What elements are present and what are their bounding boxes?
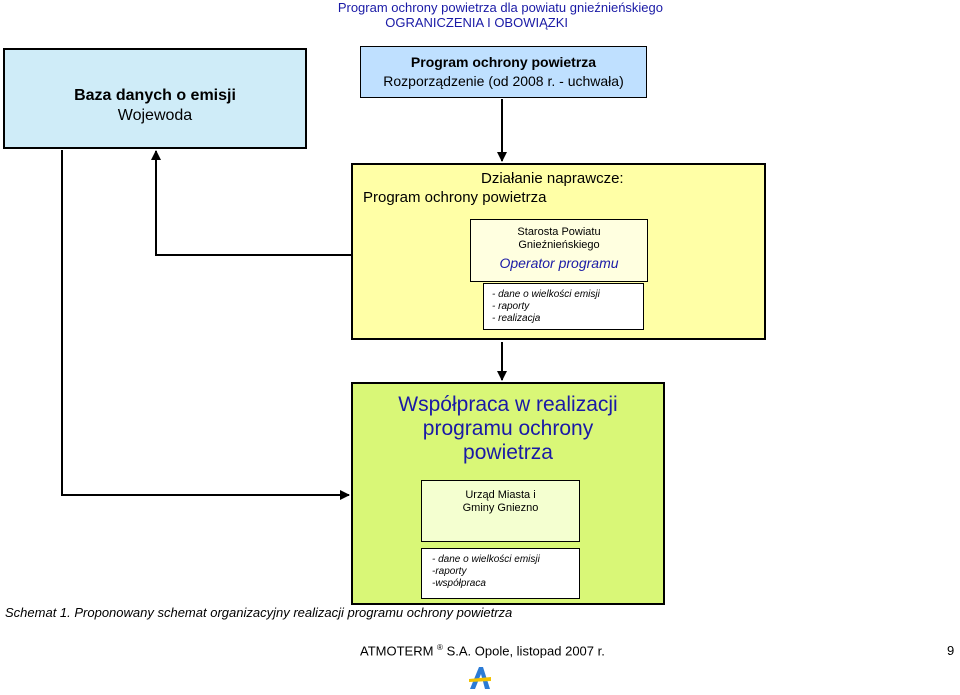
- starosta-line1: Starosta Powiatu: [517, 226, 601, 238]
- list-item: - dane o wielkości emisji: [492, 289, 600, 300]
- atmoterm-logo-icon: [467, 665, 493, 691]
- wspolpraca-title: Współpraca w realizacji programu ochrony…: [353, 393, 663, 465]
- list-item: - raporty: [492, 301, 530, 312]
- list-item: -współpraca: [432, 578, 486, 589]
- starosta-line2: Gnieźnieńskiego: [518, 239, 600, 251]
- operator-label: Operator programu: [499, 255, 619, 271]
- header-title: Program ochrony powietrza dla powiatu gn…: [337, 0, 663, 15]
- wspolpraca-line2: programu ochrony: [422, 417, 594, 440]
- figure-caption: Schemat 1. Proponowany schemat organizac…: [5, 605, 513, 620]
- baza-title: Baza danych o emisji: [74, 87, 236, 104]
- footer-info: S.A. Opole, listopad 2007 r.: [446, 643, 605, 659]
- page-header: Program ochrony powietrza dla powiatu gn…: [0, 0, 960, 30]
- list-item: - dane o wielkości emisji: [432, 554, 540, 565]
- urzad-line1: Urząd Miasta i: [465, 489, 536, 501]
- arrow-dzialanie-to-baza: [151, 150, 351, 256]
- starosta-box: Starosta Powiatu Gnieźnieńskiego Operato…: [470, 219, 648, 282]
- dzialanie-line1: Działanie naprawcze:: [481, 170, 624, 187]
- arrow-baza-to-wspolpraca: [61, 151, 350, 500]
- urzad-line2: Gminy Gniezno: [462, 502, 539, 514]
- wspolpraca-line1: Współpraca w realizacji: [398, 393, 618, 416]
- page-footer: ATMOTERM ® S.A. Opole, listopad 2007 r.: [360, 643, 605, 658]
- header-subtitle: OGRANICZENIA I OBOWIĄZKI: [385, 15, 568, 30]
- dane-urzad-box: - dane o wielkości emisji -raporty -wspó…: [421, 548, 580, 599]
- program-title: Program ochrony powietrza: [410, 54, 597, 70]
- footer-company: ATMOTERM: [360, 643, 434, 659]
- page-number: 9: [947, 643, 955, 658]
- list-item: -raporty: [432, 566, 467, 577]
- program-box: Program ochrony powietrza Rozporządzenie…: [360, 46, 647, 98]
- registered-mark: ®: [437, 643, 443, 652]
- baza-danych-box: Baza danych o emisji Wojewoda: [3, 48, 307, 149]
- urzad-box: Urząd Miasta i Gminy Gniezno: [421, 480, 580, 542]
- baza-subtitle: Wojewoda: [117, 107, 193, 124]
- program-subtitle: Rozporządzenie (od 2008 r. - uchwała): [383, 73, 624, 89]
- list-item: - realizacja: [492, 313, 541, 324]
- dzialanie-line2: Program ochrony powietrza: [363, 189, 547, 206]
- dane-operator-box: - dane o wielkości emisji - raporty - re…: [483, 283, 644, 330]
- wspolpraca-line3: powietrza: [463, 441, 553, 464]
